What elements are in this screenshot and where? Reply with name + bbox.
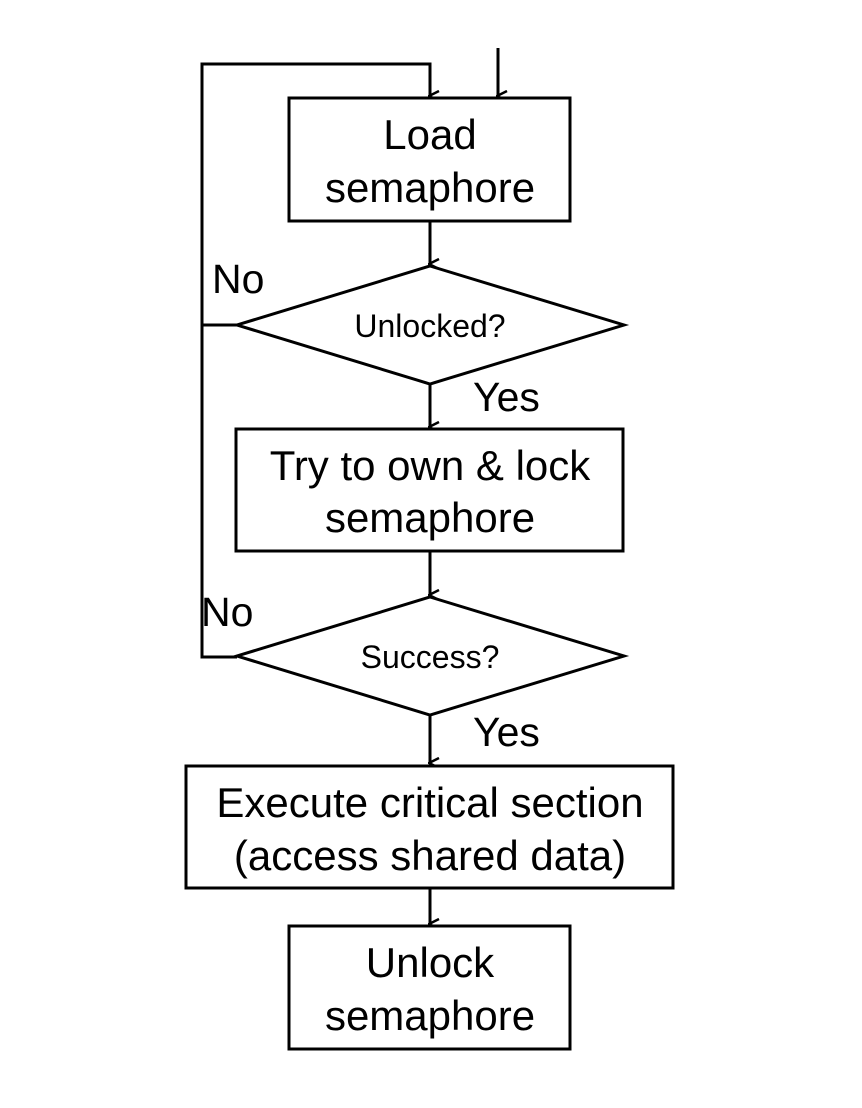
lock-semaphore-box: Try to own & lock semaphore — [234, 427, 625, 553]
unlocked-decision: Unlocked? — [231, 264, 630, 386]
lock-box-line2: semaphore — [325, 494, 535, 541]
success-yes-label: Yes — [473, 709, 540, 755]
success-decision-text: Success? — [361, 639, 500, 675]
critical-box-line2: (access shared data) — [234, 832, 626, 879]
unlocked-no-label: No — [212, 256, 264, 302]
load-box-line2: semaphore — [325, 164, 535, 211]
critical-box-line1: Execute critical section — [216, 779, 643, 826]
unlocked-decision-text: Unlocked? — [354, 308, 505, 344]
loop-back-line — [200, 62, 430, 659]
load-semaphore-box: Load semaphore — [287, 96, 572, 223]
load-box-line1: Load — [383, 111, 476, 158]
critical-section-box: Execute critical section (access shared … — [184, 764, 675, 890]
unlock-box-line1: Unlock — [366, 939, 495, 986]
unlocked-yes-label: Yes — [473, 374, 540, 420]
lock-box-line1: Try to own & lock — [270, 442, 592, 489]
success-no-label: No — [201, 589, 253, 635]
unlock-semaphore-box: Unlock semaphore — [287, 924, 572, 1051]
unlock-box-line2: semaphore — [325, 992, 535, 1039]
success-decision: Success? — [231, 595, 630, 717]
